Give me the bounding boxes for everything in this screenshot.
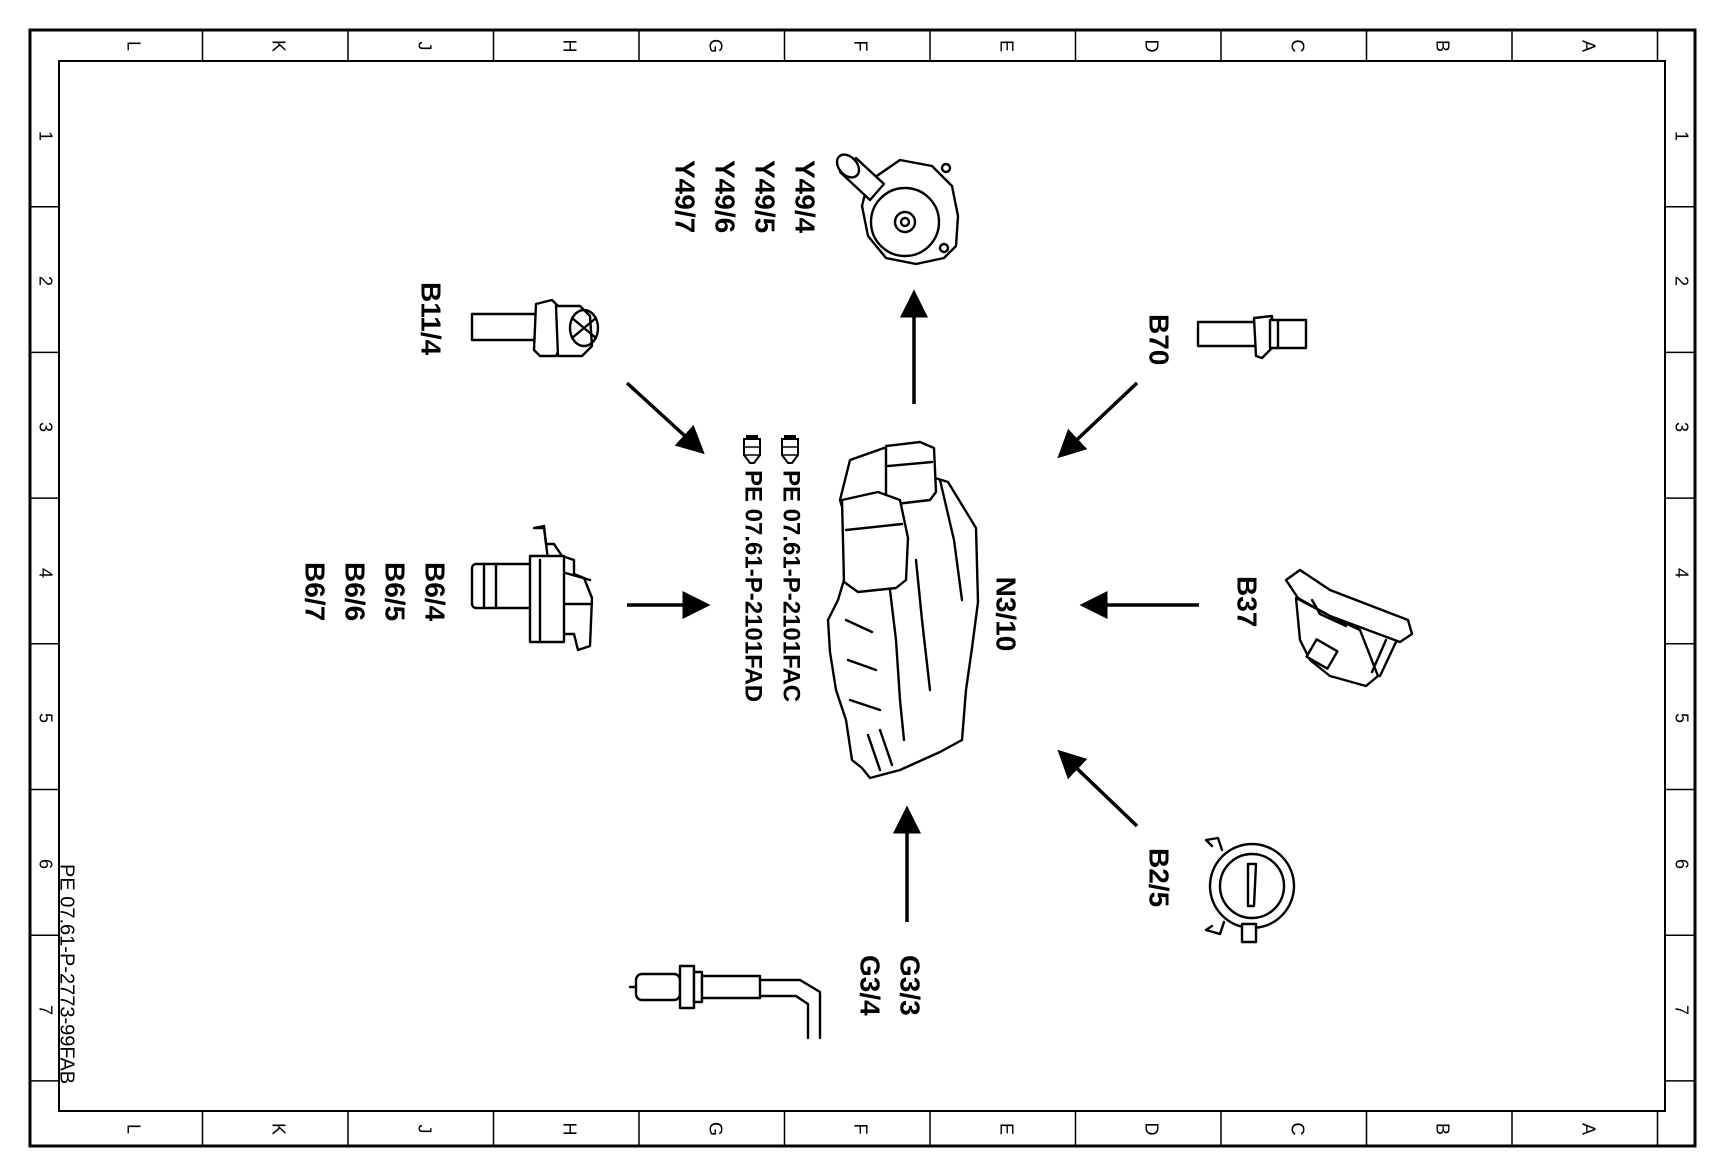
component-label: Y49/5 xyxy=(750,160,781,233)
grid-letter: F xyxy=(850,1124,870,1135)
component-label: B6/4 xyxy=(420,562,451,622)
component-label: B6/7 xyxy=(300,562,331,621)
grid-numbers-right: 1 2 3 4 5 6 7 xyxy=(1671,131,1691,1015)
grid-letter: G xyxy=(705,39,725,53)
component-label: B37 xyxy=(1232,576,1263,627)
grid-number: 2 xyxy=(35,276,55,286)
signal-arrow xyxy=(1057,381,1139,459)
component-label: Y49/4 xyxy=(790,160,821,234)
grid-number: 4 xyxy=(35,568,55,578)
grid-number: 1 xyxy=(1671,131,1691,141)
grid-letter: K xyxy=(268,1123,288,1135)
component-label: B6/6 xyxy=(340,562,371,621)
actuator-top-labels: Y49/4 Y49/5 Y49/6 Y49/7 xyxy=(670,160,821,234)
grid-letter: B xyxy=(1432,1123,1452,1135)
grid-letter: K xyxy=(268,40,288,52)
reference-link[interactable]: PE 07.61-P-2101FAC xyxy=(778,470,805,702)
reference-link[interactable]: PE 07.61-P-2101FAD xyxy=(740,470,767,702)
control-unit-label: N3/10 xyxy=(991,577,1022,652)
grid-letter: H xyxy=(559,40,579,53)
camshaft-position-sensor-drawing xyxy=(470,524,594,652)
control-unit-drawing xyxy=(826,440,980,780)
grid-letter: C xyxy=(1287,40,1307,53)
pointing-hand-icon[interactable] xyxy=(781,435,799,464)
grid-letter: F xyxy=(850,41,870,52)
reference-block: PE 07.61-P-2101FAC PE 07.61-P-2101FAD xyxy=(740,435,805,702)
pointing-hand-icon[interactable] xyxy=(743,435,761,464)
sensor-g3-labels: G3/3 G3/4 xyxy=(855,955,926,1016)
grid-number: 6 xyxy=(1671,859,1691,869)
grid-letter: D xyxy=(1141,1123,1161,1136)
component-label: Y49/7 xyxy=(670,160,701,233)
signal-arrow xyxy=(625,381,705,455)
grid-number: 7 xyxy=(35,1005,55,1015)
grid-letter: G xyxy=(705,1122,725,1136)
grid-letter: B xyxy=(1432,40,1452,52)
grid-number: 4 xyxy=(1671,568,1691,578)
grid-number: 1 xyxy=(35,131,55,141)
sensor-b6-labels: B6/4 B6/5 B6/6 B6/7 xyxy=(300,562,451,622)
grid-letter: E xyxy=(996,1123,1016,1135)
grid-ticks xyxy=(30,30,1695,1146)
component-label: B6/5 xyxy=(380,562,411,621)
grid-letter: H xyxy=(559,1123,579,1136)
crankshaft-position-sensor-drawing xyxy=(1196,314,1308,360)
grid-number: 3 xyxy=(1671,422,1691,432)
grid-numbers-left: 1 2 3 4 5 6 7 xyxy=(35,131,55,1015)
grid-letter: A xyxy=(1578,1123,1598,1135)
grid-letter: J xyxy=(414,1125,434,1134)
grid-letter: C xyxy=(1287,1123,1307,1136)
component-label: B11/4 xyxy=(416,282,447,356)
grid-number: 3 xyxy=(35,422,55,432)
grid-number: 7 xyxy=(1671,1005,1691,1015)
coolant-temperature-sensor-drawing xyxy=(470,298,600,358)
grid-number: 5 xyxy=(35,713,55,723)
component-label: G3/4 xyxy=(855,955,886,1016)
grid-number: 6 xyxy=(35,859,55,869)
signal-arrow xyxy=(1057,749,1139,828)
grid-letters-bottom: L K J H G F E D C B A xyxy=(123,1122,1598,1136)
grid-letter: D xyxy=(1141,40,1161,53)
component-label: B2/5 xyxy=(1144,848,1175,907)
drawing-frame xyxy=(28,28,1697,1148)
component-label: G3/3 xyxy=(895,955,926,1016)
component-label: Y49/6 xyxy=(710,160,741,233)
oxygen-sensor-drawing xyxy=(628,964,822,1040)
grid-number: 2 xyxy=(1671,276,1691,286)
grid-letter: L xyxy=(123,41,143,51)
component-label: B70 xyxy=(1144,314,1175,365)
document-id: PE 07.61-P-2773-99FAB xyxy=(56,864,78,1084)
grid-number: 5 xyxy=(1671,713,1691,723)
accelerator-pedal-sensor-drawing xyxy=(1284,568,1414,688)
grid-letter: A xyxy=(1578,40,1598,52)
grid-letter: E xyxy=(996,40,1016,52)
camshaft-actuator-drawing xyxy=(835,153,960,266)
grid-letter: L xyxy=(123,1124,143,1134)
grid-letters-top: L K J H G F E D C B A xyxy=(123,39,1598,53)
grid-letter: J xyxy=(414,42,434,51)
air-mass-sensor-drawing xyxy=(1204,836,1296,944)
